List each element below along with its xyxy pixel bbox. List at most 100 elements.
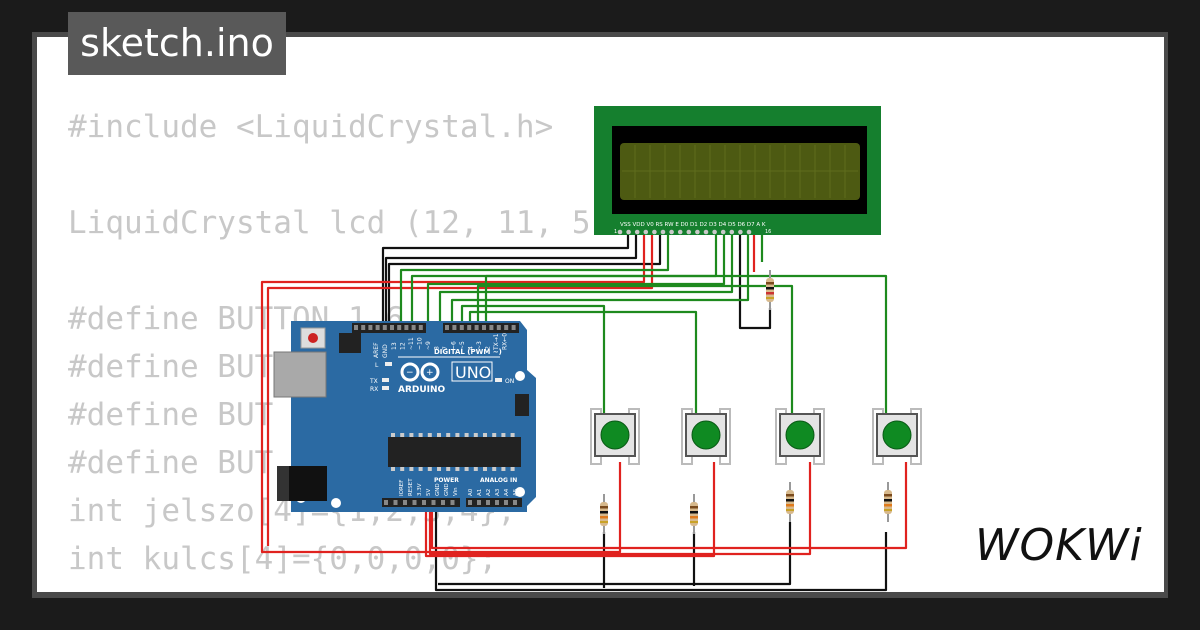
lcd-pin xyxy=(720,229,726,235)
resistor-band xyxy=(884,509,892,511)
resistor-band xyxy=(690,511,698,514)
header-pin xyxy=(384,500,388,505)
code-line: #include <LiquidCrystal.h> xyxy=(68,109,554,145)
button-cap xyxy=(882,420,912,450)
analog-pin-label: A0 xyxy=(468,488,474,496)
header-pin xyxy=(404,325,409,330)
lcd-display[interactable]: VSS VDD V0 RS RW E D0 D1 D2 D3 D4 D5 D6 … xyxy=(594,106,881,235)
gnd-label: GND xyxy=(382,344,389,358)
resistor-backlight[interactable] xyxy=(766,270,774,310)
resistor-2[interactable] xyxy=(690,494,698,534)
digital-pin-label: 13 xyxy=(391,342,398,350)
chip-pin xyxy=(501,433,506,437)
header-pin xyxy=(496,325,501,330)
header-pin xyxy=(452,325,457,330)
power-header xyxy=(382,498,460,507)
file-tab[interactable]: sketch.ino xyxy=(68,12,286,75)
resistor-band xyxy=(600,511,608,514)
code-line: int xyxy=(68,583,591,592)
power-pin-label: Vin xyxy=(453,487,459,496)
wire-black xyxy=(738,232,772,330)
header-pin xyxy=(412,500,417,505)
digital-pin-label: ~10 xyxy=(417,337,424,350)
lcd-pin xyxy=(660,229,666,235)
code-line: #define BUT xyxy=(68,397,274,433)
analog-label: ANALOG IN xyxy=(480,477,517,484)
lcd-pin-end: 16 xyxy=(765,229,771,235)
header-pin xyxy=(441,500,445,505)
on-label: ON xyxy=(505,378,514,385)
resistor-band xyxy=(786,504,794,507)
resistor-band xyxy=(600,521,608,523)
arduino-infinity-icon xyxy=(400,362,440,382)
resistor-band xyxy=(786,494,794,497)
header-pin xyxy=(467,325,472,330)
rx-label: RX xyxy=(370,386,378,393)
power-pin-label: IOREF xyxy=(399,480,405,496)
chip-pin xyxy=(492,433,497,437)
l-led-label: L xyxy=(375,362,379,369)
lcd-pin xyxy=(643,229,649,235)
digital-pin-label: ~11 xyxy=(408,337,415,350)
chip-pin xyxy=(391,433,395,437)
digital-header-2 xyxy=(443,323,519,333)
wire-red xyxy=(428,462,812,556)
power-pin-label: 3.3V xyxy=(417,483,423,496)
header-pin xyxy=(504,500,508,505)
wire-red xyxy=(260,232,646,554)
lcd-pin xyxy=(686,229,692,235)
arduino-brand: ARDUINO xyxy=(398,385,446,395)
header-pin xyxy=(368,325,373,330)
push-button-1[interactable] xyxy=(590,408,640,465)
power-pin-label: GND xyxy=(435,483,441,496)
chip-pin xyxy=(437,467,441,471)
header-pin xyxy=(474,325,479,330)
push-button-4[interactable] xyxy=(872,408,922,465)
push-button-2[interactable] xyxy=(681,408,731,465)
analog-pin-label: A4 xyxy=(504,488,510,496)
digital-pin-label: ~9 xyxy=(425,341,432,350)
code-line: #define BUT xyxy=(68,349,274,385)
lcd-pin xyxy=(626,229,631,235)
digital-pin-label: 7 xyxy=(442,346,449,350)
header-pin xyxy=(477,500,481,505)
lcd-pin xyxy=(695,229,700,235)
resistor-band xyxy=(884,499,892,502)
chip-pin xyxy=(418,467,423,471)
digital-label: DIGITAL (PWM ~) xyxy=(434,348,502,356)
lcd-pin xyxy=(729,229,735,235)
resistor-4[interactable] xyxy=(884,482,892,522)
chip-pin xyxy=(510,433,515,437)
chip-pin xyxy=(464,467,469,471)
header-pin xyxy=(418,325,423,330)
atmega-chip xyxy=(388,437,521,467)
chip-pin xyxy=(418,433,423,437)
lcd-pin xyxy=(669,229,674,235)
wire-black xyxy=(438,522,792,586)
chip-pin xyxy=(455,467,460,471)
digital-pin-label: 4 xyxy=(468,346,475,350)
button-cap xyxy=(785,420,815,450)
digital-pin-label: ~5 xyxy=(459,341,466,350)
code-editor: #include <LiquidCrystal.h>LiquidCrystal … xyxy=(68,103,591,592)
digital-pin-label: ~3 xyxy=(476,341,483,350)
power-label: POWER xyxy=(434,477,459,484)
usb-port xyxy=(273,351,327,398)
wire-red xyxy=(430,462,908,550)
header-pin xyxy=(375,325,380,330)
chip-pin xyxy=(409,467,414,471)
wire-green xyxy=(460,304,606,416)
wire-green xyxy=(484,274,888,416)
chip-pin xyxy=(446,467,451,471)
svg-text:−: − xyxy=(406,368,414,378)
push-button-3[interactable] xyxy=(775,408,825,465)
resistor-1[interactable] xyxy=(600,494,608,534)
chip-pin xyxy=(391,467,395,471)
wire-green xyxy=(438,232,734,327)
resistor-3[interactable] xyxy=(786,482,794,522)
digital-pin-label: 2 xyxy=(485,346,492,350)
chip-pin xyxy=(473,467,478,471)
chip-pin xyxy=(400,433,405,437)
